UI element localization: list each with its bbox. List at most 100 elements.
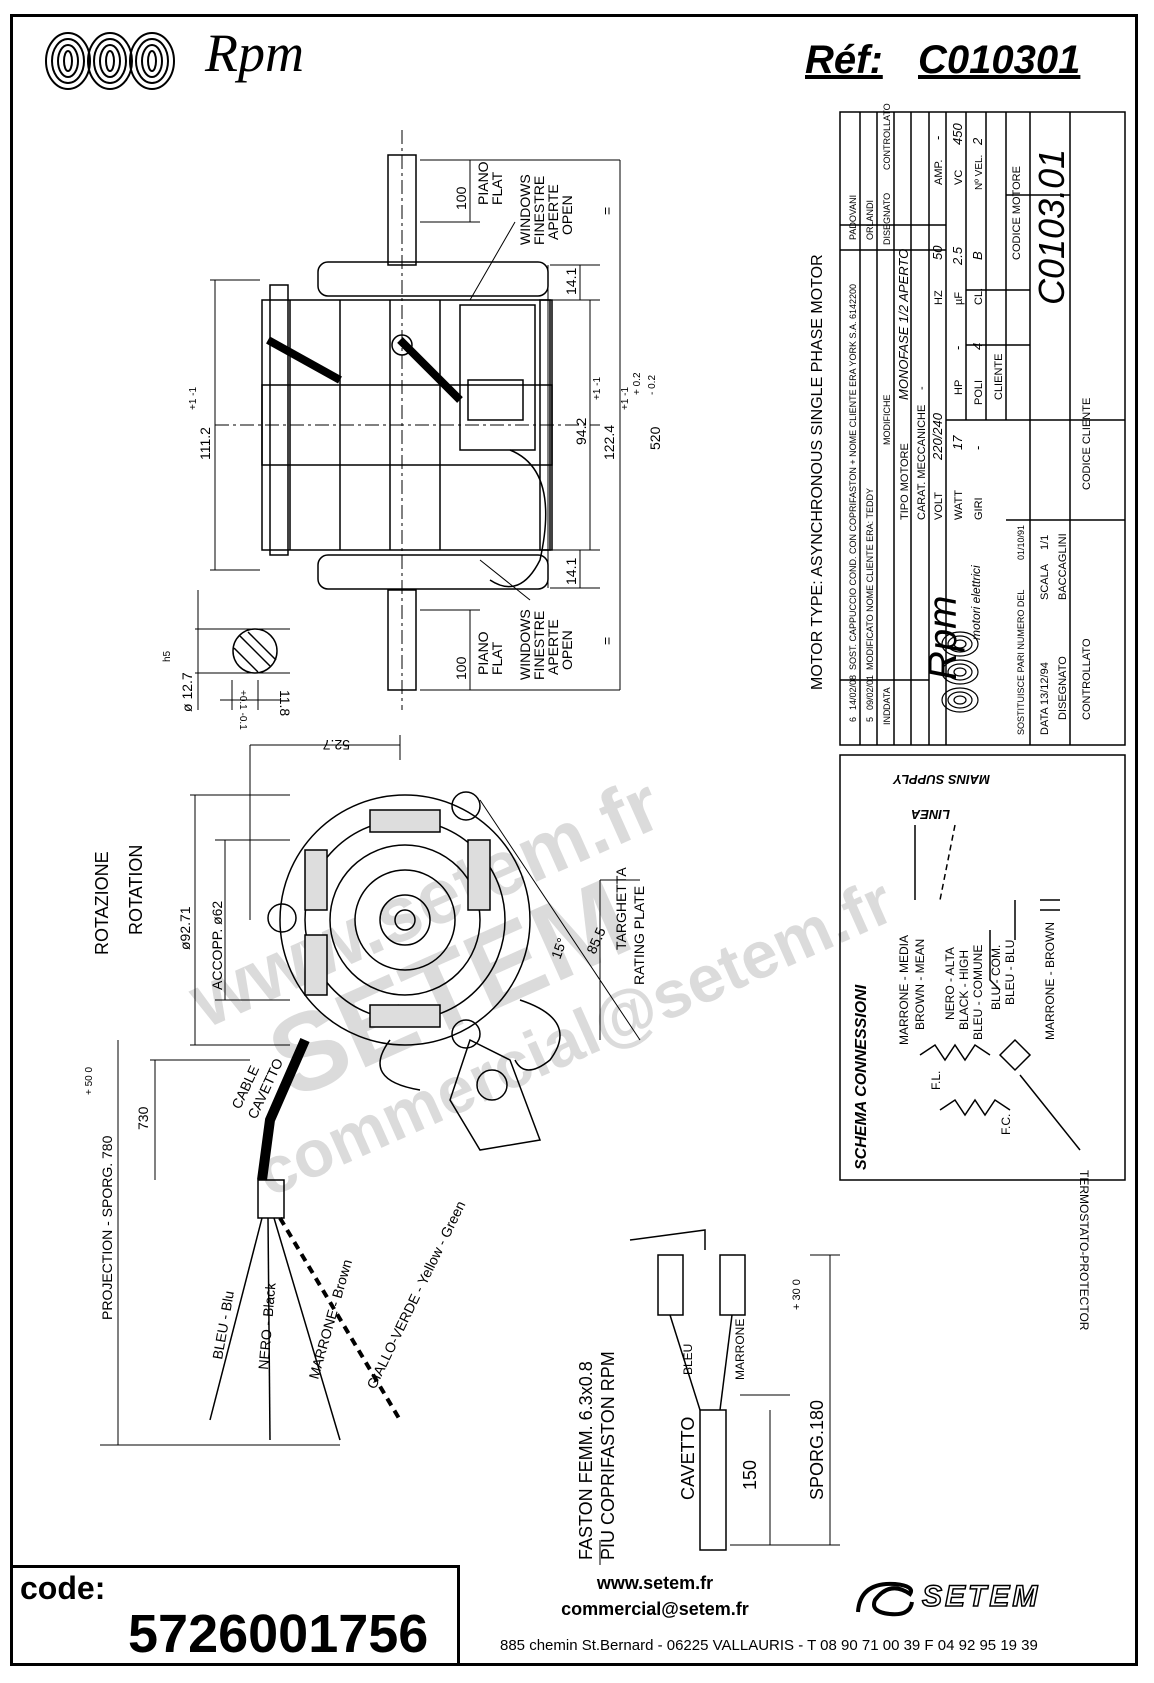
carat-meccaniche-label: CARAT. MECCANICHE — [916, 405, 928, 520]
schema-black-high: BLACK - HIGH — [957, 950, 971, 1030]
label-open-bottom: OPEN — [559, 630, 575, 670]
wire-giallo-verde: GIALLO-VERDE - Yellow - Green — [363, 1198, 468, 1391]
dim-shaft-flat-tol: +0.1 -0.1 — [237, 690, 248, 730]
title-block-coil-logo — [941, 631, 979, 713]
label-aperte-top: APERTE — [545, 184, 561, 240]
code-label: code: — [20, 1570, 106, 1606]
vc-value: 450 — [950, 123, 965, 145]
cl-label: CL. — [973, 288, 985, 305]
rev-5-desc: MODIFICATO NOME CLIENTE ERA: TEDDY — [865, 488, 875, 670]
faston-marrone: MARRONE — [733, 1319, 747, 1380]
label-piano-top: PIANO — [475, 161, 491, 205]
faston-cable — [699, 1409, 727, 1551]
scala-value: 1/1 — [1039, 535, 1051, 550]
faston-left — [657, 1254, 684, 1316]
dim-equals-top: = — [599, 207, 615, 215]
scala-label: SCALA — [1039, 563, 1051, 600]
label-finestre-bottom: FINESTRE — [531, 611, 547, 680]
cl-value: B — [970, 251, 985, 260]
dim-520-tol-minus: - 0.2 — [647, 375, 658, 395]
hz-label: HZ — [933, 290, 945, 305]
dim-14-1-bottom: 14.1 — [563, 558, 579, 585]
dim-shaft-fit: h5 — [162, 650, 173, 662]
dim-shaft-flat-11-8: 11.8 — [277, 690, 293, 716]
dim-520-tol-plus: + 0.2 — [632, 372, 643, 395]
dim-94-2: 94.2 — [573, 418, 589, 445]
carat-meccaniche-value: - — [916, 386, 928, 390]
label-flat-top: FLAT — [489, 171, 505, 205]
rpm-coil-logo — [45, 32, 175, 90]
setem-swoosh-icon — [856, 1581, 914, 1617]
code-value: 5726001756 — [128, 1604, 429, 1664]
faston-sporg: SPORG.180 — [807, 1400, 827, 1500]
title-block-brand-sub: motori elettrici — [969, 565, 983, 640]
rev-6-by: PADOVANI — [848, 195, 858, 240]
footer-address: 885 chemin St.Bernard - 06225 VALLAURIS … — [500, 1637, 1038, 1654]
label-piano-bottom: PIANO — [475, 631, 491, 675]
nvel-value: 2 — [970, 137, 985, 146]
dim-equals-bottom: = — [599, 637, 615, 645]
schema-marrone-media: MARRONE - MEDIA — [897, 935, 911, 1045]
title-block-brand: Rpm — [921, 596, 965, 680]
faston-right — [719, 1254, 746, 1316]
rev-5-date: 09/02/01 — [865, 675, 875, 710]
footer-company: SETEM — [921, 1579, 1041, 1614]
faston-bleu: BLEU — [681, 1344, 695, 1375]
dim-730: 730 — [135, 1106, 151, 1130]
schema-bleu-blu: BLEU - BLU — [1003, 940, 1017, 1005]
dim-92-71: ø92.71 — [177, 906, 193, 950]
sostituisce-label: SOSTITUISCE PARI NUMERO DEL — [1016, 590, 1026, 735]
poli-value: 4 — [970, 343, 985, 350]
cliente-label: CLIENTE — [993, 354, 1005, 400]
col-controllato: CONTROLLATO — [882, 103, 892, 170]
schema-fc: F.C. — [999, 1114, 1013, 1135]
terminal-housing — [449, 1038, 542, 1151]
tipo-motore-value: MONOFASE 1/2 APERTO — [896, 249, 911, 400]
title-block — [839, 111, 1126, 746]
label-targhetta: TARGHETTA — [613, 867, 629, 950]
dim-14-1-top: 14.1 — [563, 268, 579, 295]
hp-label: HP — [953, 380, 965, 395]
footer-website[interactable]: www.setem.fr — [596, 1573, 714, 1593]
disegnato-value: BACCAGLINI — [1057, 533, 1069, 600]
footer-contacts: www.setem.fr commercial@setem.fr — [555, 1570, 755, 1622]
dim-angle-15: 15° — [548, 936, 570, 961]
schema-fl: F.L. — [929, 1071, 943, 1090]
label-aperte-bottom: APERTE — [545, 619, 561, 675]
volt-value: 220/240 — [930, 412, 945, 461]
motor-type-label: MOTOR TYPE: ASYNCHRONOUS SINGLE PHASE MO… — [809, 254, 826, 690]
label-rotazione: ROTAZIONE — [92, 851, 112, 955]
schema-nero-alta: NERO - ALTA — [943, 947, 957, 1020]
uf-value: 2.5 — [950, 246, 965, 266]
dim-shaft-flat-top: 100 — [453, 186, 469, 210]
tipo-motore-label: TIPO MOTORE — [899, 443, 911, 520]
controllato-label: CONTROLLATO — [1081, 638, 1093, 720]
rev-5-ind: 5 — [865, 717, 875, 722]
footer-email[interactable]: commercial@setem.fr — [561, 1599, 749, 1619]
mount-hole-top — [451, 791, 481, 821]
brand-logo-text: Rpm — [205, 23, 304, 83]
ref-label: Réf: — [805, 38, 883, 82]
label-rating-plate: RATING PLATE — [631, 886, 647, 985]
dim-accopp: ACCOPP. ø62 — [209, 901, 225, 990]
mount-hole-left — [267, 903, 297, 933]
faston-dim-150: 150 — [740, 1460, 760, 1490]
wire-bleu: BLEU - Blu — [209, 1290, 237, 1361]
ref-value: C010301 — [918, 38, 1081, 82]
amp-label: AMP. — [933, 160, 945, 185]
codice-motore-label: CODICE MOTORE — [1011, 166, 1023, 260]
schema-linea: LINEA — [911, 807, 950, 822]
bracket-bottom — [317, 554, 549, 590]
dim-projection: PROJECTION - SPORG. 780 — [99, 1135, 115, 1320]
giri-label: GIRI — [973, 497, 985, 520]
rev-6-desc: SOST. CAPPUCCIO COND. CON COPRIFASTON + … — [848, 284, 858, 670]
data-value: 13/12/94 — [1039, 662, 1051, 705]
col-modifiche: MODIFICHE — [882, 395, 892, 446]
faston-cavetto: CAVETTO — [678, 1417, 698, 1500]
watt-label: WATT — [953, 490, 965, 520]
col-disegnato: DISEGNATO — [882, 193, 892, 245]
dim-111-2-tol: +1 -1 — [188, 386, 199, 410]
schema-bleu-comune: BLEU - COMUNE — [971, 945, 985, 1040]
dim-122-4: 122.4 — [601, 425, 617, 460]
dim-shaft-dia: ø 12.7 — [179, 672, 195, 712]
